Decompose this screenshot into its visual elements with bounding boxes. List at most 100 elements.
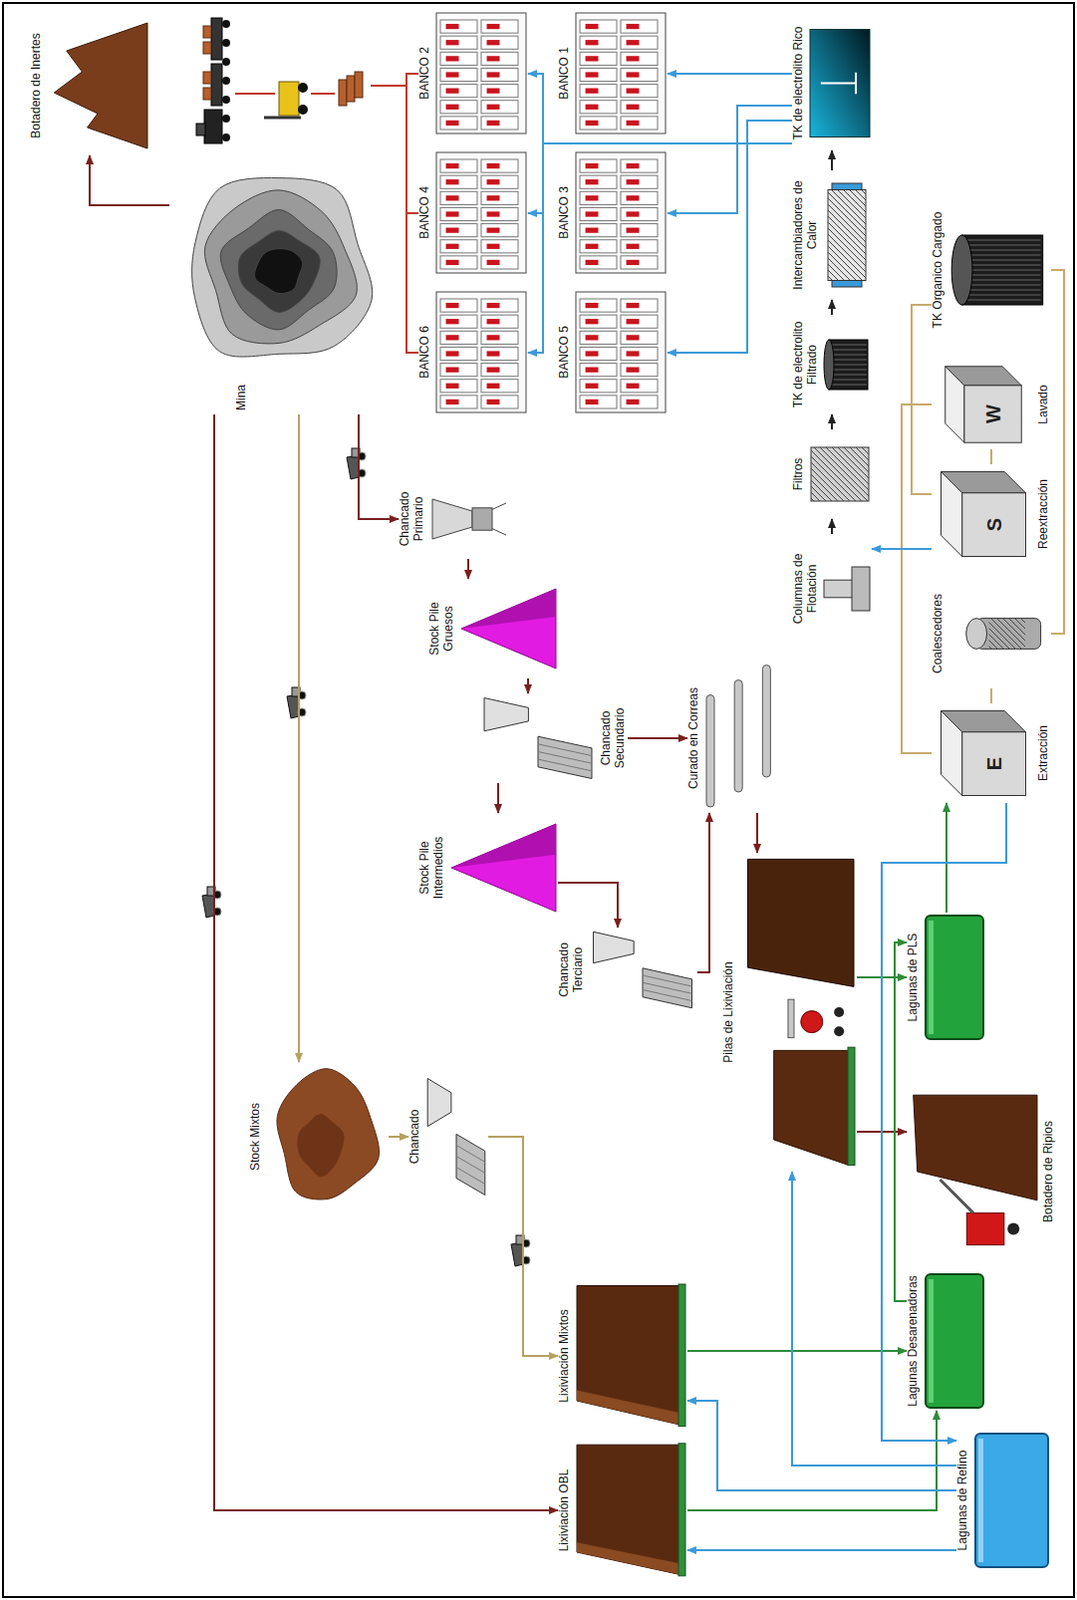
flow-line <box>497 783 500 813</box>
drawing-part <box>492 503 507 536</box>
drawing-part <box>964 284 1042 286</box>
connectors <box>89 73 1065 1551</box>
unit-icon <box>448 812 558 923</box>
flow-line <box>697 812 710 973</box>
drawing-part <box>481 346 519 360</box>
drawing-part <box>829 364 867 366</box>
mixer-settler: WLavado <box>931 359 1052 450</box>
drawing-part <box>440 314 478 328</box>
drawing-part <box>446 318 460 324</box>
drawing-part <box>440 175 478 189</box>
drawing-part <box>579 256 617 270</box>
drawing-part <box>809 29 870 138</box>
drawing-part <box>461 588 556 629</box>
drawing-part <box>585 367 599 373</box>
drawing-part <box>481 207 519 221</box>
drawing-part <box>585 195 599 201</box>
unit-icon <box>424 1072 489 1202</box>
drawing-part <box>585 104 599 110</box>
unit-icon <box>587 927 698 1013</box>
drawing-part <box>975 1433 1049 1568</box>
drawing-part <box>626 163 640 169</box>
flow-line <box>830 150 833 171</box>
drawing-part <box>440 159 478 173</box>
drawing-part <box>626 302 640 308</box>
drawing-part <box>487 350 501 356</box>
drawing-part <box>487 318 501 324</box>
drawing-part <box>576 1390 680 1426</box>
drawing-part <box>446 211 460 217</box>
filter: Filtros <box>792 429 872 520</box>
drawing-part <box>440 363 478 377</box>
flow-line <box>667 105 793 214</box>
unit-label: BANCO 3 <box>557 150 572 275</box>
drawing-part <box>829 384 867 386</box>
drawing-part <box>575 12 666 134</box>
drawing-part <box>585 318 599 324</box>
tank: TK de electrolito Rico <box>792 15 872 151</box>
drawing-part <box>203 87 212 100</box>
flow-line <box>297 414 300 1063</box>
unit-label: Extracción <box>1037 703 1052 804</box>
drawing-part <box>626 120 640 126</box>
drawing-part <box>446 120 460 126</box>
unit-label: Stock Pile Gruesos <box>428 578 457 679</box>
coalescer: Coalescedores <box>931 578 1052 689</box>
drawing-part <box>481 314 519 328</box>
drawing-part <box>354 71 363 98</box>
unit-label: Reextracción <box>1037 464 1052 564</box>
unit-icon <box>573 289 668 415</box>
unit-icon <box>738 852 857 1172</box>
drawing-part <box>487 104 501 110</box>
drawing-part <box>620 116 658 130</box>
unit-icon <box>428 479 509 559</box>
unit-label: Columnas de Flotación <box>792 534 820 644</box>
drawing-part <box>446 195 460 201</box>
drawing-part <box>487 179 501 185</box>
unit-icon <box>434 150 529 275</box>
drawing-part <box>222 133 231 142</box>
drawing-part <box>642 968 693 1009</box>
drawing-part <box>585 302 599 308</box>
flow-line <box>830 414 833 430</box>
drawing-part <box>585 244 599 250</box>
drawing-part <box>706 695 715 808</box>
crusher: Chancado Secundario <box>478 693 628 784</box>
cell-bank: BANCO 5 <box>557 289 668 415</box>
drawing-part <box>436 152 527 273</box>
drawing-part <box>481 240 519 254</box>
unit-label: TK Organico Cargado <box>931 200 946 340</box>
unit-icon <box>478 693 598 784</box>
drawing-part <box>487 120 501 126</box>
unit-label: Botadero de Ripios <box>1042 1091 1057 1252</box>
flow-line <box>830 299 833 315</box>
drawing-part <box>440 51 478 65</box>
drawing-part <box>440 240 478 254</box>
drawing-part <box>346 455 359 480</box>
drawing-part <box>831 183 862 191</box>
drawing-part <box>620 346 658 360</box>
drawing-part <box>579 159 617 173</box>
drawing-part <box>626 39 640 45</box>
unit-icon <box>807 15 872 151</box>
drawing-part <box>481 191 519 205</box>
unit-letter: W <box>983 404 1004 424</box>
drawing-part <box>579 51 617 65</box>
drawing-part <box>440 207 478 221</box>
drawing-part <box>585 23 599 29</box>
drawing-part <box>222 114 231 123</box>
drawing-part <box>579 175 617 189</box>
drawing-part <box>928 1279 934 1403</box>
unit-label: Stock Mixtos <box>249 1062 264 1212</box>
unit-label: Chancado Secundario <box>599 693 628 784</box>
drawing-part <box>966 618 988 650</box>
drawing-part <box>626 383 640 389</box>
drawing-part <box>481 116 519 130</box>
drawing-part <box>575 152 666 273</box>
drawing-part <box>406 85 419 353</box>
drawing-part <box>576 1444 680 1575</box>
drawing-part <box>833 1007 844 1018</box>
drawing-part <box>585 120 599 126</box>
drawing-part <box>962 732 1027 797</box>
drawing-part <box>203 41 212 54</box>
